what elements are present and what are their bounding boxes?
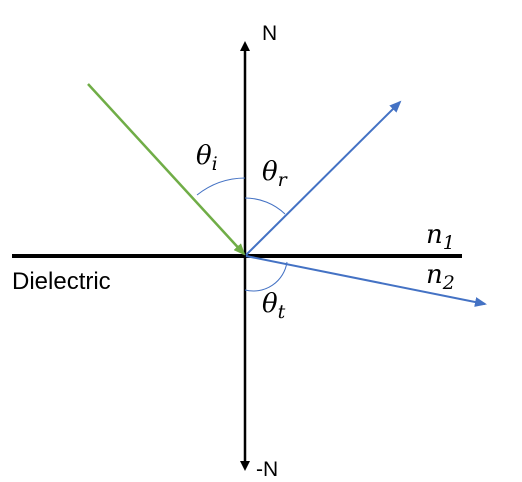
reflected-angle-arc: [244, 197, 286, 215]
theta-t-subscript: t: [278, 301, 286, 323]
incident-angle-arc: [196, 177, 246, 196]
incident-ray: [87, 83, 246, 256]
theta-i-symbol: θ: [196, 141, 212, 171]
theta-t-label: θt: [262, 289, 286, 323]
dielectric-label: Dielectric: [12, 268, 111, 295]
south-label: -N: [256, 458, 278, 481]
reflected-ray: [245, 100, 402, 256]
theta-t-symbol: θ: [262, 289, 278, 319]
n2-symbol: n: [426, 260, 443, 290]
n2-label: n2: [426, 260, 455, 294]
theta-r-symbol: θ: [262, 157, 278, 187]
n1-symbol: n: [426, 220, 443, 250]
n1-subscript: 1: [443, 232, 455, 254]
transmitted-ray: [245, 255, 487, 307]
theta-i-label: θi: [196, 141, 218, 175]
theta-r-subscript: r: [278, 169, 289, 191]
theta-i-subscript: i: [212, 153, 218, 175]
n2-subscript: 2: [442, 272, 455, 294]
n1-label: n1: [426, 220, 455, 254]
transmitted-angle-arc: [244, 261, 288, 292]
theta-r-label: θr: [262, 157, 289, 191]
north-label: N: [262, 22, 277, 45]
